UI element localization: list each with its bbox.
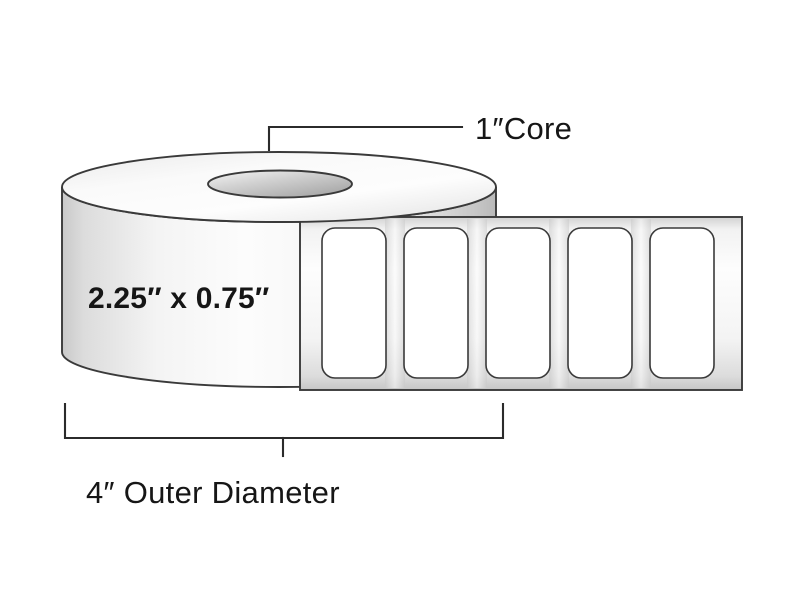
label-die-cut: [321, 227, 387, 379]
label-die-cut: [403, 227, 469, 379]
outer-diameter-bracket: [63, 402, 505, 440]
label-die-cut: [485, 227, 551, 379]
core-leader-group: [267, 125, 464, 152]
label-die-cut: [649, 227, 715, 379]
outer-diameter-bracket-group: [63, 402, 505, 458]
liner-sheen: [549, 219, 569, 388]
label-size-dimension-label: 2.25″ x 0.75″: [88, 282, 269, 315]
core-leader-line: [267, 125, 464, 152]
label-strip-group: [299, 216, 743, 391]
liner-sheen: [385, 219, 405, 388]
label-die-cut: [567, 227, 633, 379]
roll-core-hole: [207, 169, 353, 199]
liner-sheen: [467, 219, 487, 388]
core-dimension-label: 1″Core: [475, 111, 572, 146]
roll-top-face-group: [61, 151, 497, 223]
outer-diameter-dimension-label: 4″ Outer Diameter: [86, 475, 340, 510]
liner-sheen: [631, 219, 651, 388]
